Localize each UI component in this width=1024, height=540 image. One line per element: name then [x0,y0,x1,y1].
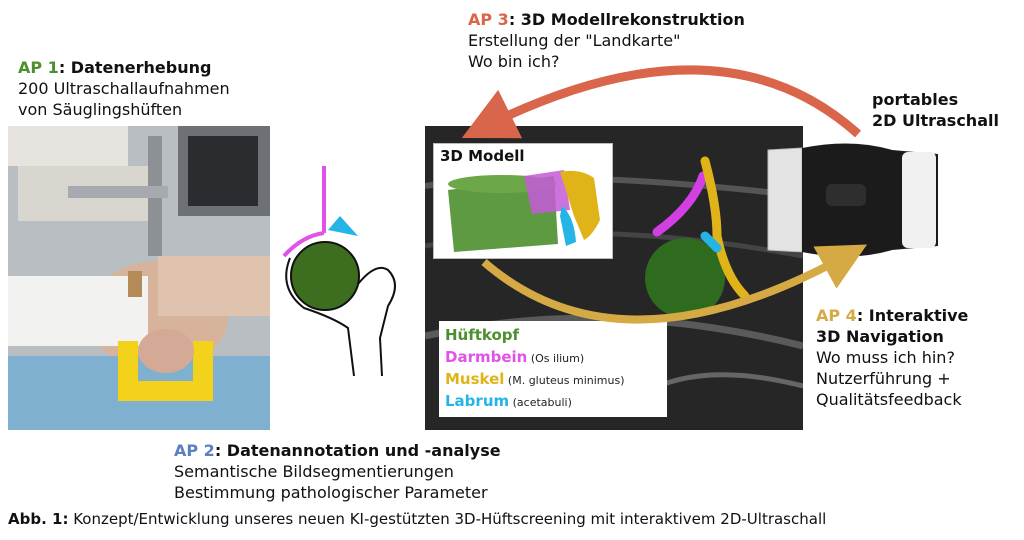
us-muscle [700,156,750,301]
ap4-prefix: AP 4 [816,306,857,325]
ap4-title: : Interaktive [856,306,969,325]
us-labrum [700,231,722,253]
ap3-prefix: AP 3 [468,10,509,29]
legend-label-ilium: Darmbein [445,348,528,366]
legend-note-labrum: (acetabuli) [509,396,572,409]
exam-photo-drawing [8,126,270,430]
device-line1: portables [872,90,959,109]
caption-prefix: Abb. 1: [8,510,69,528]
ap2-line2: Bestimmung pathologischer Parameter [174,483,488,502]
legend-note-muscle: (M. gluteus minimus) [504,374,625,387]
ap3-line2: Wo bin ich? [468,52,560,71]
ap1-line1: 200 Ultraschallaufnahmen [18,79,230,98]
model-drawing [448,170,600,252]
arrow-ap3 [461,65,862,139]
legend-item-muscle: Muskel (M. gluteus minimus) [445,368,625,392]
ap2-title: : Datenannotation und -analyse [214,441,501,460]
model-inset: 3D Modell [433,143,613,259]
ap2-block: AP 2: Datenannotation und -analyse Seman… [174,440,501,503]
labrum-shape [328,216,358,236]
ap2-prefix: AP 2 [174,441,215,460]
ap3-title: : 3D Modellrekonstruktion [508,10,745,29]
device-label: portables 2D Ultraschall [872,89,999,131]
femur-outline-left [285,257,355,377]
us-femoral-head [645,238,725,318]
exam-photo [8,126,270,430]
ap4-heading: AP 4: Interaktive [816,305,968,326]
ap2-heading: AP 2: Datenannotation und -analyse [174,440,501,461]
ap4-line3: Qualitätsfeedback [816,390,962,409]
ap1-prefix: AP 1 [18,58,59,77]
ap2-line1: Semantische Bildsegmentierungen [174,462,454,481]
legend-item-head: Hüftkopf [445,324,519,348]
figure-caption: Abb. 1: Konzept/Entwicklung unseres neue… [8,510,826,528]
ap1-heading: AP 1: Datenerhebung [18,57,230,78]
legend-item-ilium: Darmbein (Os ilium) [445,346,584,370]
ap4-line2: Nutzerführung + [816,369,951,388]
ap4-title2: 3D Navigation [816,327,944,346]
arrow-ap4 [481,244,868,324]
ap4-block: AP 4: Interaktive 3D Navigation Wo muss … [816,305,968,410]
us-ilium [652,171,708,237]
legend-note-ilium: (Os ilium) [527,352,585,365]
ap1-title: : Datenerhebung [58,58,212,77]
ap3-heading: AP 3: 3D Modellrekonstruktion [468,9,745,30]
legend-label-muscle: Muskel [445,370,505,388]
ap1-line2: von Säuglingshüften [18,100,183,119]
ultrasound-probe [767,143,938,257]
ap1-block: AP 1: Datenerhebung 200 Ultraschallaufna… [18,57,230,120]
ap3-line1: Erstellung der "Landkarte" [468,31,681,50]
legend: Hüftkopf Darmbein (Os ilium) Muskel (M. … [439,321,667,417]
hip-schematic [282,166,396,377]
femur-outline-right [357,266,396,377]
ilium-roof [282,231,325,258]
legend-item-labrum: Labrum (acetabuli) [445,390,572,414]
model-title: 3D Modell [440,147,525,165]
legend-label-labrum: Labrum [445,392,510,410]
device-line2: 2D Ultraschall [872,111,999,130]
caption-text: Konzept/Entwicklung unseres neuen KI-ges… [68,510,827,528]
legend-label-head: Hüftkopf [445,326,520,344]
ap3-block: AP 3: 3D Modellrekonstruktion Erstellung… [468,9,745,72]
ap4-line1: Wo muss ich hin? [816,348,955,367]
femoral-head [290,241,360,311]
